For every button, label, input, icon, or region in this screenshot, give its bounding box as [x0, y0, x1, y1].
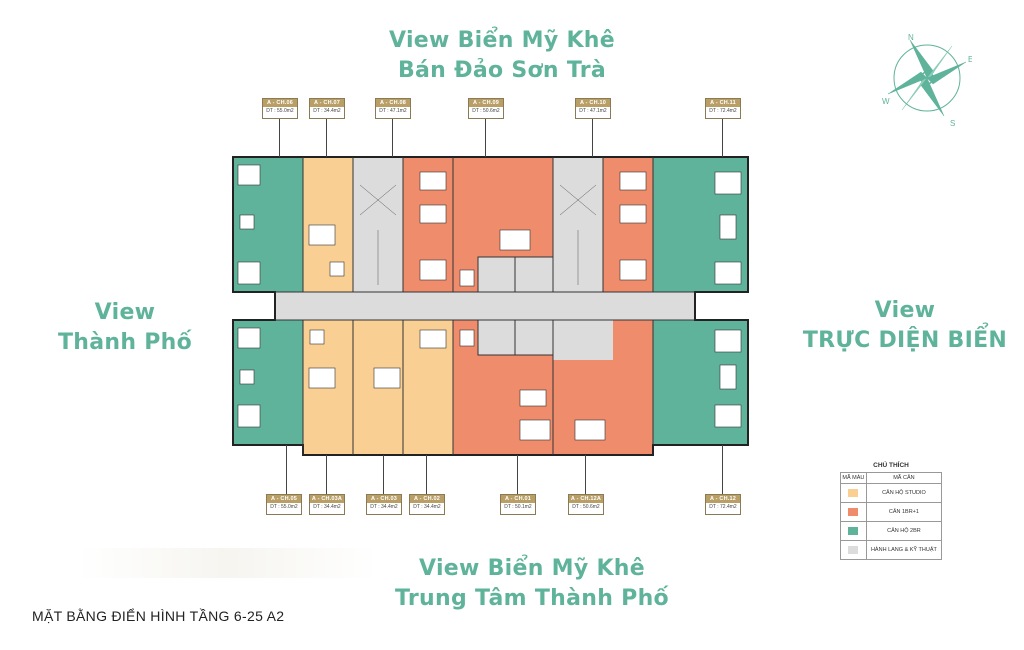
view-top-line2: Bán Đảo Sơn Trà [397, 57, 607, 83]
unit-area: DT : 34.4m2 [313, 108, 341, 114]
view-label-bottom: View Biển Mỹ Khê Trung Tâm Thành Phố [362, 554, 702, 613]
compass-w: W [882, 97, 890, 106]
faded-band [78, 548, 378, 578]
unit-ch12a-b-fill [613, 320, 653, 360]
unit-area: DT : 34.4m2 [413, 504, 441, 510]
leader-ch06 [279, 117, 280, 157]
leader-ch10 [592, 117, 593, 157]
leader-ch05 [286, 445, 287, 494]
view-bottom-line1: View Biển Mỹ Khê [419, 556, 645, 581]
view-right-line1: View [874, 298, 936, 323]
legend-label: CĂN 1BR+1 [865, 502, 943, 522]
unit-tag-ch03a: A - CH.03A DT : 34.4m2 [309, 494, 345, 515]
view-right-line2: TRỰC DIỆN BIỂN [802, 327, 1008, 353]
unit-area: DT : 55.0m2 [270, 504, 298, 510]
inner-walls [275, 157, 695, 455]
unit-tag-ch11: A - CH.11 DT : 72.4m2 [705, 98, 741, 119]
stair-lines [359, 184, 597, 285]
unit-name: A - CH.06 [263, 99, 297, 107]
legend-row: CĂN 1BR+1 [840, 502, 943, 522]
compass-rose-icon: N E S W [882, 33, 972, 128]
unit-tag-ch12a: A - CH.12A DT : 50.6m2 [568, 494, 604, 515]
page-caption: MẶT BẰNG ĐIỂN HÌNH TẦNG 6-25 A2 [32, 608, 285, 624]
outer-walls [232, 156, 749, 456]
unit-name: A - CH.11 [706, 99, 740, 107]
unit-area: DT : 72.4m2 [709, 108, 737, 114]
unit-area: DT : 55.0m2 [266, 108, 294, 114]
leader-ch02 [426, 455, 427, 494]
view-label-left: View Thành Phố [40, 298, 210, 357]
unit-area: DT : 72.4m2 [709, 504, 737, 510]
view-bottom-line2: Trung Tâm Thành Phố [395, 585, 669, 611]
unit-ch12a-fill [553, 360, 653, 455]
unit-area: DT : 47.1m2 [579, 108, 607, 114]
view-label-top: View Biển Mỹ Khê Bán Đảo Sơn Trà [362, 26, 642, 85]
unit-tag-ch12: A - CH.12 DT : 72.4m2 [705, 494, 741, 515]
view-label-right: View TRỰC DIỆN BIỂN [790, 296, 1020, 355]
room-details [237, 164, 742, 441]
legend-swatch-2br [848, 527, 859, 535]
leader-ch03 [383, 455, 384, 494]
unit-area: DT : 47.1m2 [379, 108, 407, 114]
unit-area: DT : 50.6m2 [572, 504, 600, 510]
unit-tag-ch06: A - CH.06 DT : 55.0m2 [262, 98, 298, 119]
legend-row: HÀNH LANG & KỸ THUẬT [840, 540, 943, 560]
unit-tag-ch03: A - CH.03 DT : 34.4m2 [366, 494, 402, 515]
legend-swatch-1br [848, 508, 859, 516]
unit-name: A - CH.01 [501, 495, 535, 503]
unit-name: A - CH.03 [367, 495, 401, 503]
legend-row: CĂN HỘ STUDIO [840, 483, 943, 503]
legend-col-color: MÃ MÀU [840, 472, 867, 484]
unit-name: A - CH.12A [569, 495, 603, 503]
unit-ch07-fill [303, 157, 353, 292]
unit-tag-ch07: A - CH.07 DT : 34.4m2 [309, 98, 345, 119]
unit-tag-ch05: A - CH.05 DT : 55.0m2 [266, 494, 302, 515]
legend-title: CHÚ THÍCH [873, 462, 909, 469]
compass-n: N [908, 33, 914, 42]
unit-name: A - CH.12 [706, 495, 740, 503]
legend-label: CĂN HỘ 2BR [865, 521, 943, 541]
leader-ch11 [722, 117, 723, 157]
legend-swatch-studio [848, 489, 859, 497]
unit-area: DT : 34.4m2 [370, 504, 398, 510]
view-left-line2: Thành Phố [57, 329, 193, 355]
leader-ch03a [326, 455, 327, 494]
leader-ch12 [722, 445, 723, 494]
legend-col-code: MÃ CĂN [865, 472, 943, 484]
unit-tag-ch01: A - CH.01 DT : 50.1m2 [500, 494, 536, 515]
unit-tag-ch02: A - CH.02 DT : 34.4m2 [409, 494, 445, 515]
leader-ch12a [585, 455, 586, 494]
view-top-line1: View Biển Mỹ Khê [389, 28, 615, 53]
legend-label: CĂN HỘ STUDIO [865, 483, 943, 503]
leader-ch07 [326, 117, 327, 157]
legend-swatch-corridor [848, 546, 859, 554]
unit-name: A - CH.08 [376, 99, 410, 107]
unit-area: DT : 50.6m2 [472, 108, 500, 114]
corridor [275, 292, 695, 320]
unit-area: DT : 34.4m2 [313, 504, 341, 510]
unit-name: A - CH.10 [576, 99, 610, 107]
unit-name: A - CH.02 [410, 495, 444, 503]
leader-ch08 [392, 117, 393, 157]
unit-tag-ch10: A - CH.10 DT : 47.1m2 [575, 98, 611, 119]
compass-e: E [968, 55, 972, 64]
legend: CHÚ THÍCH MÃ MÀU MÃ CĂN CĂN HỘ STUDIO CĂ… [840, 462, 943, 560]
core-bottom-fill [553, 320, 613, 360]
unit-tag-ch08: A - CH.08 DT : 47.1m2 [375, 98, 411, 119]
unit-name: A - CH.05 [267, 495, 301, 503]
legend-label: HÀNH LANG & KỸ THUẬT [865, 540, 943, 560]
unit-area: DT : 50.1m2 [504, 504, 532, 510]
compass-s: S [950, 119, 955, 128]
unit-name: A - CH.09 [469, 99, 503, 107]
legend-table: MÃ MÀU MÃ CĂN CĂN HỘ STUDIO CĂN 1BR+1 CĂ… [840, 472, 943, 560]
unit-name: A - CH.03A [310, 495, 344, 503]
legend-row: CĂN HỘ 2BR [840, 521, 943, 541]
view-left-line1: View [94, 300, 156, 325]
leader-ch01 [517, 455, 518, 494]
leader-ch09 [485, 117, 486, 157]
unit-tag-ch09: A - CH.09 DT : 50.6m2 [468, 98, 504, 119]
unit-name: A - CH.07 [310, 99, 344, 107]
